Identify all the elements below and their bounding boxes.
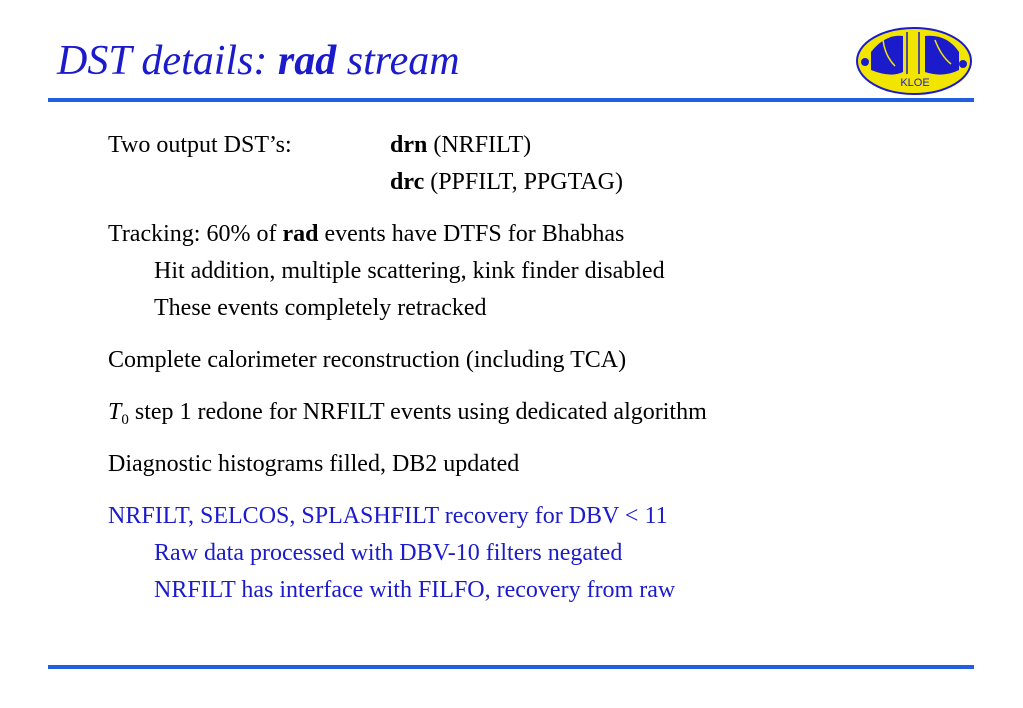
outputs-label: Two output DST’s: [108,132,292,158]
t0-symbol: T [108,399,122,425]
t0-subscript: 0 [121,412,129,428]
header-divider [48,98,974,102]
t0-line: T0 step 1 redone for NRFILT events using… [108,394,983,431]
tracking-post: events have DTFS for Bhabhas [318,221,625,247]
title-suffix: stream [336,38,460,84]
output-name: drc [390,169,425,195]
output-detail: (PPFILT, PPGTAG) [424,169,624,195]
output-item: drn (NRFILT) [390,127,623,164]
kloe-logo: KLOE [856,27,972,95]
calorimeter-line: Complete calorimeter reconstruction (inc… [108,347,627,373]
recovery-sub-2: NRFILT has interface with FILFO, recover… [154,577,676,603]
outputs-block: Two output DST’s: drn (NRFILT) drc (PPFI… [108,127,983,201]
logo-text: KLOE [900,77,929,89]
tracking-bold: rad [282,221,319,247]
diagnostic-line: Diagnostic histograms filled, DB2 update… [108,451,520,477]
title-prefix: DST details: [57,38,278,84]
tracking-sub-1: Hit addition, multiple scattering, kink … [154,258,665,284]
tracking-line: Tracking: 60% of rad events have DTFS fo… [108,216,983,253]
recovery-line: NRFILT, SELCOS, SPLASHFILT recovery for … [108,503,668,529]
slide-body: Two output DST’s: drn (NRFILT) drc (PPFI… [108,127,983,609]
title-bold: rad [277,38,337,84]
footer-divider [48,665,974,669]
tracking-pre: Tracking: 60% of [108,221,283,247]
output-item: drc (PPFILT, PPGTAG) [390,164,623,201]
tracking-sub-2: These events completely retracked [154,295,487,321]
slide-title: DST details: rad stream [57,40,460,82]
t0-text: step 1 redone for NRFILT events using de… [128,399,707,425]
output-detail: (NRFILT) [427,132,532,158]
outputs-list: drn (NRFILT) drc (PPFILT, PPGTAG) [390,127,623,201]
recovery-sub-1: Raw data processed with DBV-10 filters n… [154,540,623,566]
output-name: drn [390,132,428,158]
